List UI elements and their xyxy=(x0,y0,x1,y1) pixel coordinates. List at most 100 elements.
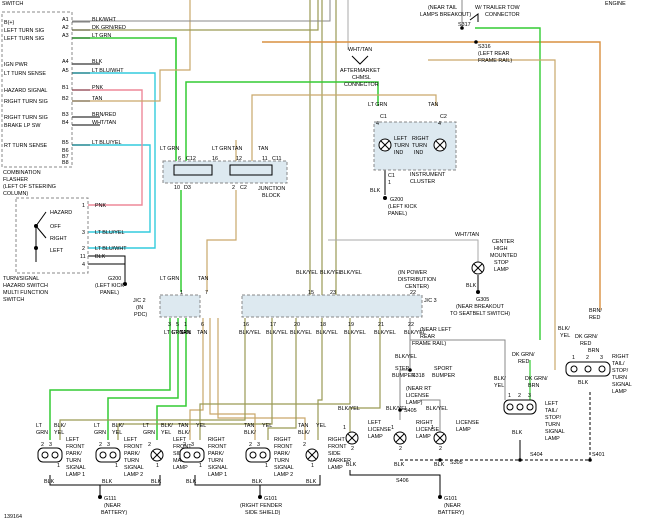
cluster-pin-bottom: 1 xyxy=(388,180,391,186)
wire-lt-blu-wht xyxy=(72,72,156,249)
chmsl-caption: MOUNTED xyxy=(490,253,517,259)
cluster-pin: C2 xyxy=(440,114,447,120)
pdc-jc: J/C 2 xyxy=(133,298,146,304)
splice-s305: S305 xyxy=(450,460,463,466)
lamp-ground-wire: BLK xyxy=(346,462,357,468)
flasher-pin-label: B(+) xyxy=(4,20,15,26)
lamp-wire: YEL xyxy=(112,430,122,436)
chmsl-caption: HIGH xyxy=(494,246,508,252)
flasher-pin-id: B5 xyxy=(62,140,69,146)
pdc-wire-bottom: LT GRN xyxy=(164,330,183,336)
flasher-pin-id: B6 xyxy=(62,148,69,154)
cluster-right-ind: IND xyxy=(414,150,423,156)
ground-text: BATTERY) xyxy=(101,510,127,516)
rear-right-name: TURN xyxy=(612,375,627,381)
ground-text: (NEAR xyxy=(104,503,121,509)
wire-blkyel-2 xyxy=(117,318,273,440)
pdc-wire-bottom: BLK/YEL xyxy=(374,330,396,336)
cluster-ground: PANEL) xyxy=(388,211,407,217)
pdc-wire-top: BLK/YEL xyxy=(296,270,318,276)
bulb-filament xyxy=(395,433,405,443)
lamp-wire: LT xyxy=(36,423,43,429)
ground-symbol-g305 xyxy=(476,290,480,294)
lamp-name: LAMP xyxy=(456,427,471,433)
wire-wht-tan-chmsl xyxy=(328,239,479,262)
rear-left-wire: BRN xyxy=(528,383,539,389)
chmsl-caption: CENTER xyxy=(492,239,514,245)
pdc-pin-bottom: 19 xyxy=(348,322,354,328)
wire-tan-b2 xyxy=(72,0,191,102)
rear-left-wire: DK GRN/ xyxy=(512,352,535,358)
flasher-caption-line: (LEFT OF STEERING xyxy=(3,184,56,190)
wire-jb-pdc-tan xyxy=(206,190,237,292)
lamp-pin: 3 xyxy=(107,442,110,448)
rear-left-name: SIGNAL xyxy=(545,429,565,435)
lamp-housing xyxy=(179,447,205,463)
rear-right-pin: 2 xyxy=(586,355,589,361)
lamp-pin: 1 xyxy=(57,463,60,469)
lamp-name: RIGHT xyxy=(328,437,345,443)
jb-pin-bottom: 10 xyxy=(174,185,180,191)
flasher-caption-line: COMBINATION xyxy=(3,170,41,176)
flasher-wire-label: TAN xyxy=(92,96,102,102)
flasher-pin-id: A3 xyxy=(62,33,69,39)
lamp-name: LAMP 2 xyxy=(274,472,293,478)
splice-dot xyxy=(438,458,442,462)
lamp-pin: 2 xyxy=(183,442,186,448)
cluster-ground: G200 xyxy=(390,197,403,203)
mfs-wire: LT BLU/WHT xyxy=(95,246,127,252)
ground-text: BATTERY) xyxy=(438,510,464,516)
lamp-name: LAMP 1 xyxy=(66,472,85,478)
s316-text: FRAME RAIL) xyxy=(478,58,512,64)
wire-pdc-lamp1 xyxy=(49,318,171,440)
flasher-wire-label: BRN/RED xyxy=(92,112,116,118)
flasher-pin-label: IGN PWR xyxy=(4,62,28,68)
cluster-right-ind: RIGHT xyxy=(412,136,429,142)
flasher-pin-id: B3 xyxy=(62,112,69,118)
lamp-name: LAMP 1 xyxy=(208,472,227,478)
lamp-wire: BLK/YEL xyxy=(426,406,448,412)
lamp-pin: 2 xyxy=(399,446,402,452)
flasher-pin-id: A1 xyxy=(62,17,69,23)
lamp-wire: YEL xyxy=(316,423,326,429)
jb-wire-top: LT GRN xyxy=(212,146,231,152)
pdc-pin-bottom: 22 xyxy=(408,322,414,328)
lamp-pin: 1 xyxy=(343,425,346,431)
pdc-pin-top: 23 xyxy=(330,290,336,296)
lamp-wire: BLK/ xyxy=(298,430,310,436)
lamp-wire: YEL xyxy=(161,430,171,436)
lamp-wire: TAN xyxy=(178,423,188,429)
jb-wire-top: TAN xyxy=(258,146,268,152)
rear-left-wire: RED xyxy=(518,359,529,365)
cluster-pin: 4 xyxy=(376,121,379,127)
aftermarket-connector-symbol xyxy=(351,55,369,65)
wire-lt-grn-a3 xyxy=(72,37,177,165)
g200-left-line: G200 xyxy=(108,276,121,282)
pdc-wire-bottom: BLK/YEL xyxy=(239,330,261,336)
pdc-wire-bottom: BLK/YEL xyxy=(344,330,366,336)
lamp-name: LAMP xyxy=(416,434,431,440)
wire-tan-rear xyxy=(428,59,556,340)
mfs-pin: 4 xyxy=(82,262,85,268)
s318-text: FRAME RAIL) xyxy=(412,341,446,347)
lamp-wire: GRN xyxy=(36,430,48,436)
pdc-wire-top: BLK/YEL xyxy=(340,270,362,276)
rear-left-name: LEFT xyxy=(545,401,559,407)
lamp-pin: 1 xyxy=(431,425,434,431)
splice-dot xyxy=(474,40,478,44)
wire-blkyel-6 xyxy=(349,318,381,440)
ground-bus-right xyxy=(349,470,441,495)
rear-right-name: RIGHT xyxy=(612,354,629,360)
pdc-jc: (IN xyxy=(136,305,143,311)
lamp-pin: 2 xyxy=(148,442,151,448)
rear-right-lamp xyxy=(565,361,611,377)
rear-left-pin: 1 xyxy=(508,393,511,399)
pdc-pin-bottom: 18 xyxy=(320,322,326,328)
mfs-pin: 3 xyxy=(82,230,85,236)
trailer-tow-breakout: (NEAR TAIL xyxy=(428,5,457,11)
